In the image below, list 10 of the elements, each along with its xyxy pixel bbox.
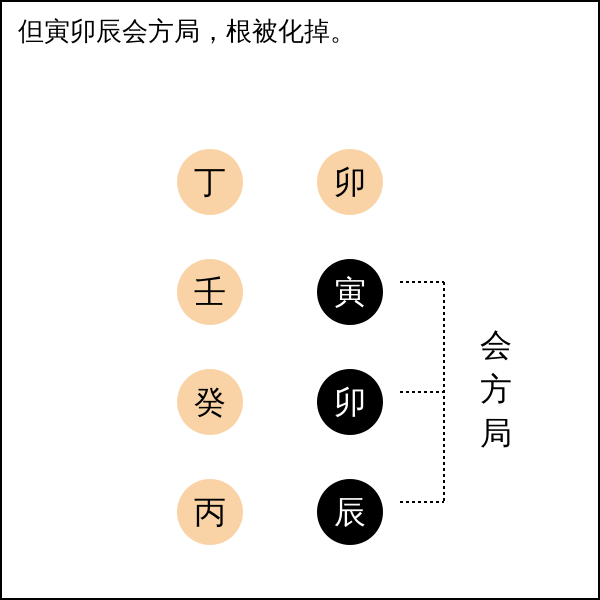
bracket-label: 会方局 xyxy=(480,325,512,454)
character: 丁 xyxy=(194,166,226,198)
character: 辰 xyxy=(334,496,366,528)
character: 卯 xyxy=(334,166,366,198)
character: 丙 xyxy=(194,496,226,528)
character: 寅 xyxy=(334,276,366,308)
title: 但寅卯辰会方局，根被化掉。 xyxy=(18,16,356,49)
character: 癸 xyxy=(194,386,226,418)
character: 壬 xyxy=(194,276,226,308)
character: 卯 xyxy=(334,386,366,418)
